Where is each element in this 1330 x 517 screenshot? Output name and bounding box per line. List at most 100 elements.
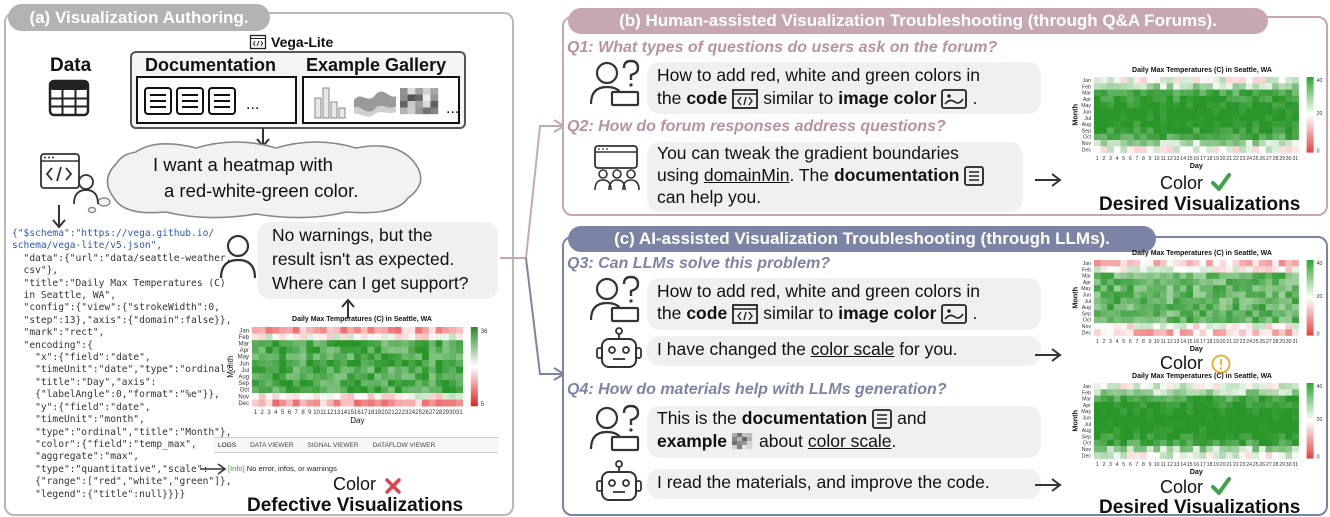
heatmap-cell [1107,102,1115,109]
heatmap-cell [252,399,260,407]
heatmap-cell [1272,146,1280,153]
heatmap-cell [1166,77,1174,84]
x-axis-label: Day [350,416,364,425]
heatmap-cell [1219,446,1227,453]
heatmap-cell [1265,108,1273,116]
bubble-5-and: and [897,408,927,428]
heatmap-cell [1120,272,1128,280]
heatmap-cell [286,353,294,361]
heatmap-cell [1285,316,1293,324]
person-question-icon [589,275,640,323]
month-tick-label: Oct [1083,318,1092,324]
heatmap-cell [449,393,457,400]
month-tick-label: Mar [239,341,249,347]
thumbnail-cell [737,440,743,445]
heatmap-cell [1107,108,1115,116]
heatmap-cell [320,327,328,334]
heatmap-cell [381,346,389,354]
heatmap-cell [1212,121,1220,128]
heatmap-cell [1245,401,1253,409]
heatmap-cell [1133,127,1141,134]
heatmap-cell [422,327,430,334]
heatmap-cell [1146,114,1154,122]
heatmap-cell [388,393,396,400]
heatmap-cell [326,353,334,361]
heatmap-cell [1186,146,1194,153]
heatmap-cell [1186,140,1194,147]
heatmap-cell [1166,260,1174,267]
heatmap-cell [1100,427,1108,434]
heatmap-cell [360,366,368,374]
heatmap-cell [1107,89,1115,97]
heatmap-cell [272,399,280,407]
heatmap-cell [1166,316,1174,324]
heatmap-cell [1173,95,1181,103]
debug-tab[interactable]: SIGNAL VIEWER [307,441,359,449]
heatmap-cell [279,360,287,367]
heatmap-cell [333,373,341,381]
heatmap-cell [394,360,402,367]
bubble-3-line-1: How to add red, white and green colors i… [657,281,980,301]
heatmap-cell [1193,140,1200,147]
panel-a-header: (a) Visualization Authoring. [8,4,270,31]
heatmap-cell [1173,433,1181,440]
heatmap-cell [422,366,430,374]
bubble-4 [647,336,1041,366]
heatmap-cell [1259,127,1266,134]
bubble-4-scale: color scale [810,339,895,359]
heatmap-cell [1133,140,1141,147]
heatmap-cell [360,373,368,381]
day-tick-label: 12 [327,410,334,416]
heatmap-cell [1127,383,1134,390]
heatmap-cell [1153,77,1161,84]
debug-tab[interactable]: LOGS [218,441,237,449]
heatmap-cell [1232,408,1240,415]
debug-tab[interactable]: DATAFLOW VIEWER [372,441,436,449]
heatmap-cell [292,360,300,367]
heatmap-cell [1153,304,1161,311]
thumbnail-cell [400,101,408,108]
thumbnail-cell [430,94,439,102]
heatmap-cell [1232,278,1240,286]
day-tick-label: 20 [1220,462,1226,468]
heatmap-cell [1166,446,1174,453]
heatmap-cell [1285,389,1293,396]
heatmap-cell [354,399,362,407]
heatmap-cell [1232,395,1240,403]
heatmap-cell [1127,310,1134,317]
heatmap-cell [252,373,260,381]
heatmap-cell [1140,408,1148,415]
heatmap-cell [1219,427,1227,434]
heatmap-cell [1107,433,1115,440]
heatmap-cell [1179,408,1187,415]
legend-label: 0 [1317,332,1320,338]
heatmap-cell [1285,285,1293,292]
heatmap-cell [1113,297,1121,305]
heatmap-cell [1265,408,1273,415]
bubble-2-the: . The [789,165,830,185]
heatmap-cell [1272,383,1280,390]
heatmap-cell [299,360,307,367]
heatmap-cell [272,366,280,374]
heatmap-cell [442,393,450,400]
heatmap-cell [1252,133,1260,141]
heatmap-cell [401,346,409,354]
heatmap-cell [1239,278,1247,286]
heatmap-cell [1166,395,1174,403]
heatmap-cell [1100,452,1108,459]
debug-tab[interactable]: DATA VIEWER [250,441,294,449]
heatmap-cell [1226,291,1233,299]
heatmap-cell [1113,285,1121,292]
heatmap-cell [299,346,307,354]
heatmap-cell [313,366,321,374]
heatmap-cell [258,373,266,381]
thumbnail-cell [415,101,423,108]
heatmap-cell [1199,433,1207,440]
day-tick-label: 15 [347,410,354,416]
arrow-right-icon [1035,173,1062,187]
heatmap-cell [1153,102,1161,109]
code-icon [249,34,267,50]
month-tick-label: Nov [1082,447,1092,453]
heatmap-cell [1219,285,1227,292]
heatmap-cell [1146,95,1154,103]
